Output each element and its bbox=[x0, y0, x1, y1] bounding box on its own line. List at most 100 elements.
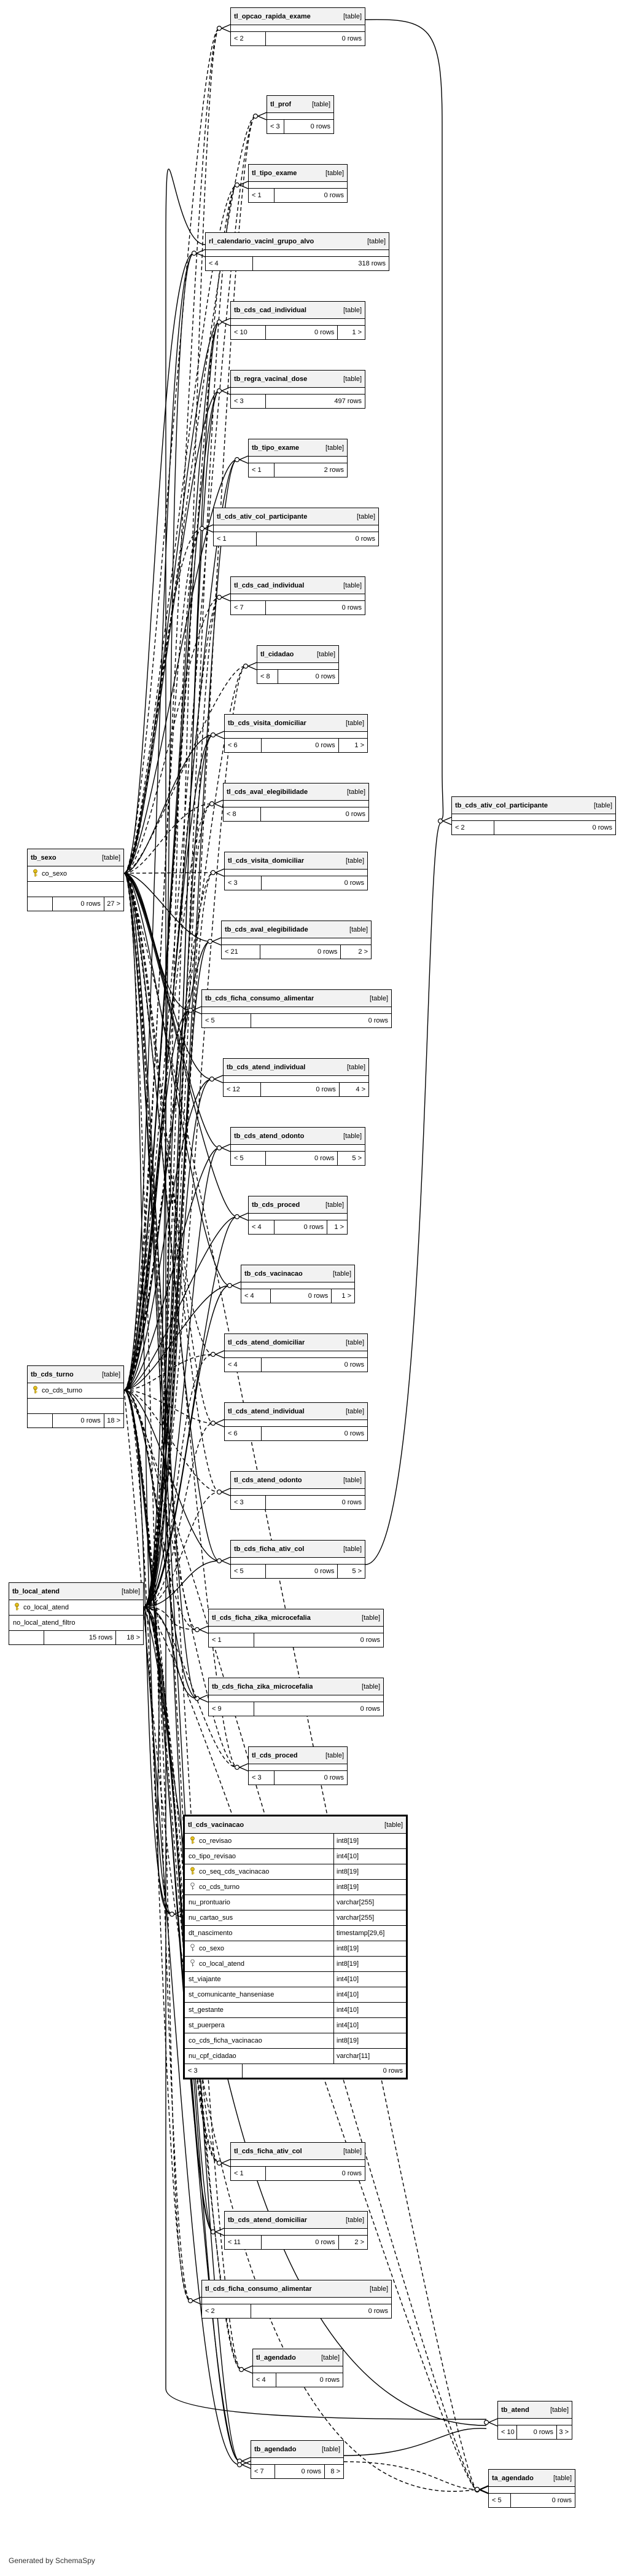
table-header[interactable]: tb_cds_ficha_ativ_col[table] bbox=[231, 1541, 365, 1558]
parents-count[interactable]: < 10 bbox=[498, 2425, 518, 2439]
table-header[interactable]: tb_cds_turno[table] bbox=[28, 1366, 123, 1383]
children-count[interactable]: 27 > bbox=[107, 900, 120, 908]
table-name[interactable]: tl_cds_aval_elegibilidade bbox=[227, 788, 308, 796]
table-name[interactable]: tl_cds_atend_domiciliar bbox=[228, 1338, 305, 1346]
column-name[interactable]: st_puerpera bbox=[189, 2022, 225, 2029]
table-name[interactable]: tb_tipo_exame bbox=[252, 444, 300, 452]
table-header[interactable]: tb_cds_proced[table] bbox=[249, 1196, 347, 1214]
table-header[interactable]: tl_cds_vacinacao[table] bbox=[185, 1816, 406, 1834]
table-header[interactable]: tl_cds_ficha_consumo_alimentar[table] bbox=[202, 2280, 391, 2298]
parents-count[interactable] bbox=[28, 897, 53, 911]
table-header[interactable]: tb_cds_ficha_consumo_alimentar[table] bbox=[202, 990, 391, 1007]
table-name[interactable]: tb_cds_aval_elegibilidade bbox=[225, 925, 308, 933]
table-header[interactable]: tb_atend[table] bbox=[498, 2401, 572, 2419]
parents-count[interactable]: < 8 bbox=[257, 670, 279, 683]
table-tb-cds-ficha-consumo-alimentar[interactable]: tb_cds_ficha_consumo_alimentar[table] < 5… bbox=[201, 989, 392, 1028]
children-count[interactable]: 3 > bbox=[559, 2429, 569, 2436]
column-name[interactable]: co_sexo bbox=[42, 870, 67, 878]
table-name[interactable]: tl_cidadao bbox=[260, 650, 294, 658]
parents-count[interactable]: < 11 bbox=[225, 2236, 262, 2249]
table-tl-cds-ficha-consumo-alimentar[interactable]: tl_cds_ficha_consumo_alimentar[table]< 2… bbox=[201, 2280, 392, 2319]
table-name[interactable]: tl_cds_atend_odonto bbox=[234, 1476, 302, 1484]
children-count[interactable]: 8 > bbox=[330, 2468, 340, 2475]
table-header[interactable]: tb_cds_ativ_col_participante[table] bbox=[452, 797, 615, 814]
children-count[interactable]: 1 > bbox=[352, 329, 362, 336]
table-header[interactable]: tb_regra_vacinal_dose[table] bbox=[231, 371, 365, 388]
children-count[interactable]: 18 > bbox=[127, 1634, 140, 1641]
column-name[interactable]: co_cds_ficha_vacinacao bbox=[189, 2037, 262, 2044]
table-header[interactable]: tb_sexo[table] bbox=[28, 849, 123, 866]
table-name[interactable]: tb_cds_turno bbox=[31, 1370, 74, 1378]
table-name[interactable]: tb_cds_atend_individual bbox=[227, 1063, 306, 1071]
table-header[interactable]: tl_cds_visita_domiciliar[table] bbox=[225, 852, 367, 870]
table-name[interactable]: tb_cds_proced bbox=[252, 1201, 300, 1209]
parents-count[interactable]: < 4 bbox=[241, 1289, 271, 1303]
column-name[interactable]: co_cds_turno bbox=[199, 1883, 240, 1891]
table-name[interactable]: tb_cds_ficha_zika_microcefalia bbox=[212, 1683, 313, 1690]
table-name[interactable]: tl_cds_ficha_zika_microcefalia bbox=[212, 1614, 311, 1622]
table-name[interactable]: tb_local_atend bbox=[12, 1587, 60, 1595]
table-header[interactable]: tb_cds_atend_odonto[table] bbox=[231, 1128, 365, 1145]
table-header[interactable]: tb_cds_cad_individual[table] bbox=[231, 302, 365, 319]
table-tl-cds-ficha-zika-microcefalia[interactable]: tl_cds_ficha_zika_microcefalia[table]< 1… bbox=[208, 1609, 384, 1647]
parents-count[interactable]: < 12 bbox=[224, 1083, 262, 1096]
parents-count[interactable]: < 4 bbox=[225, 1358, 262, 1372]
table-header[interactable]: tl_cds_proced[table] bbox=[249, 1747, 347, 1764]
parents-count[interactable]: < 7 bbox=[251, 2465, 275, 2478]
parents-count[interactable]: < 1 bbox=[214, 532, 257, 546]
table-name[interactable]: tl_cds_proced bbox=[252, 1751, 298, 1759]
column-name[interactable]: co_seq_cds_vacinacao bbox=[199, 1868, 270, 1875]
parents-count[interactable]: < 6 bbox=[225, 1427, 262, 1440]
table-name[interactable]: tb_regra_vacinal_dose bbox=[234, 375, 308, 383]
children-count[interactable]: 5 > bbox=[352, 1155, 362, 1162]
table-header[interactable]: tl_opcao_rapida_exame[table] bbox=[231, 8, 365, 25]
table-name[interactable]: tb_cds_vacinacao bbox=[244, 1270, 303, 1278]
table-column[interactable]: co_local_atend bbox=[9, 1600, 143, 1616]
parents-count[interactable]: < 5 bbox=[202, 1014, 252, 1027]
table-name[interactable]: tb_sexo bbox=[31, 854, 56, 862]
table-name[interactable]: tl_opcao_rapida_exame bbox=[234, 12, 311, 20]
parents-count[interactable]: < 2 bbox=[231, 32, 266, 45]
table-name[interactable]: tb_cds_visita_domiciliar bbox=[228, 719, 306, 727]
column-name[interactable]: st_viajante bbox=[189, 1976, 221, 1983]
table-name[interactable]: tl_cds_atend_individual bbox=[228, 1407, 305, 1415]
children-count[interactable]: 18 > bbox=[107, 1417, 120, 1424]
parents-count[interactable]: < 10 bbox=[231, 326, 266, 339]
parents-count[interactable]: < 5 bbox=[231, 1565, 266, 1578]
table-header[interactable]: tl_cds_cad_individual[table] bbox=[231, 577, 365, 594]
children-count[interactable]: 1 > bbox=[334, 1223, 344, 1231]
table-header[interactable]: tb_tipo_exame[table] bbox=[249, 439, 347, 457]
column-name[interactable]: co_cds_turno bbox=[42, 1387, 83, 1394]
table-name[interactable]: tl_cds_ficha_ativ_col bbox=[234, 2147, 302, 2155]
parents-count[interactable]: < 3 bbox=[185, 2064, 243, 2078]
parents-count[interactable] bbox=[9, 1631, 44, 1644]
table-name[interactable]: tb_agendado bbox=[254, 2445, 297, 2453]
table-header[interactable]: tl_cds_ativ_col_participante[table] bbox=[214, 508, 378, 525]
table-name[interactable]: tl_prof bbox=[270, 100, 292, 108]
parents-count[interactable]: < 1 bbox=[209, 1633, 254, 1647]
column-name[interactable]: co_revisao bbox=[199, 1837, 232, 1845]
table-name[interactable]: tb_cds_atend_domiciliar bbox=[228, 2216, 307, 2224]
